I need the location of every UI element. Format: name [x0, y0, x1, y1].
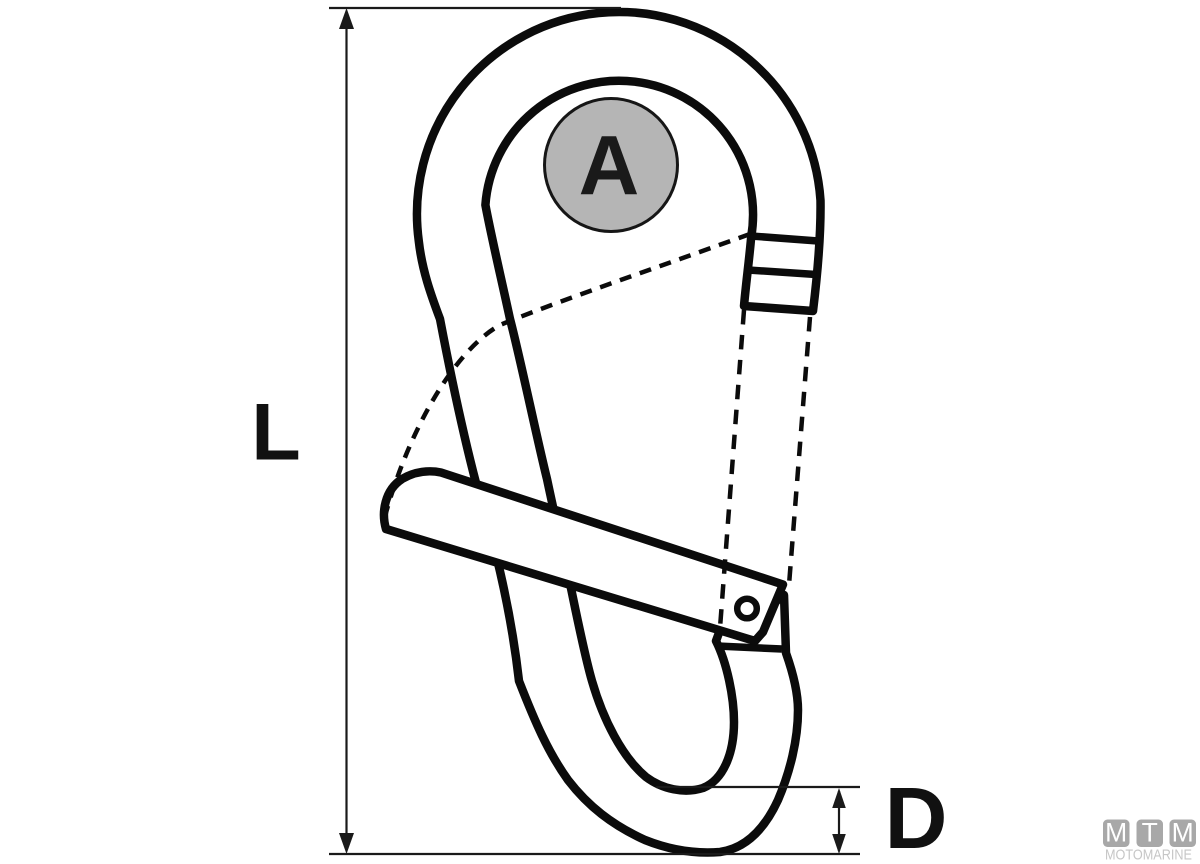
svg-text:L: L — [251, 388, 300, 478]
svg-text:M: M — [1172, 818, 1194, 848]
svg-text:M: M — [1105, 818, 1127, 848]
svg-text:D: D — [885, 770, 948, 864]
svg-text:A: A — [579, 119, 640, 213]
svg-text:MOTOMARINE: MOTOMARINE — [1105, 848, 1192, 864]
svg-text:T: T — [1142, 818, 1158, 848]
